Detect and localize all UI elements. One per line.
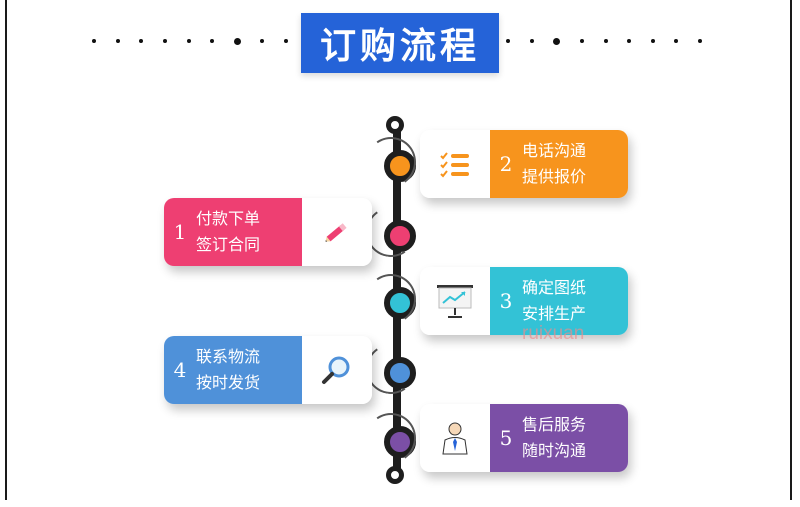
step-5-label-box: 5 售后服务 随时沟通 bbox=[490, 404, 628, 472]
step-2-line1: 电话沟通 bbox=[522, 141, 587, 160]
step-2-line2: 提供报价 bbox=[522, 167, 587, 186]
step-card-1: 1 付款下单 签订合同 bbox=[164, 198, 372, 266]
step-card-3: 3 确定图纸 安排生产 bbox=[420, 267, 628, 335]
watermark: ruixuan bbox=[522, 323, 585, 344]
step-4-number: 4 bbox=[173, 358, 187, 382]
dot bbox=[506, 39, 510, 43]
timeline-node-2 bbox=[384, 150, 416, 182]
pencil-icon bbox=[325, 223, 347, 242]
timeline-node-4 bbox=[384, 357, 416, 389]
step-5-icon-box bbox=[420, 404, 490, 472]
dot bbox=[698, 39, 702, 43]
step-card-5: 5 售后服务 随时沟通 bbox=[420, 404, 628, 472]
timeline-node-5 bbox=[384, 426, 416, 458]
step-1-line1: 付款下单 bbox=[196, 209, 261, 228]
timeline-end-node bbox=[386, 466, 404, 484]
presentation-chart-icon bbox=[437, 285, 473, 318]
page-frame bbox=[5, 0, 792, 500]
dot bbox=[553, 37, 561, 45]
step-5-number: 5 bbox=[499, 426, 513, 450]
dot bbox=[650, 39, 655, 43]
step-4-label-box: 4 联系物流 按时发货 bbox=[164, 336, 302, 404]
step-5-line2: 随时沟通 bbox=[522, 441, 587, 460]
step-2-icon-box bbox=[420, 130, 490, 198]
step-4-line1: 联系物流 bbox=[196, 347, 261, 366]
dot bbox=[529, 39, 534, 43]
step-2-number: 2 bbox=[499, 152, 513, 176]
step-1-line2: 签订合同 bbox=[196, 235, 261, 254]
step-5-line1: 售后服务 bbox=[522, 415, 587, 434]
dot bbox=[627, 39, 632, 43]
dot bbox=[260, 39, 265, 43]
dotted-rule-left bbox=[92, 36, 288, 46]
checklist-icon bbox=[440, 152, 469, 178]
step-4-line2: 按时发货 bbox=[196, 373, 261, 392]
step-1-icon-box bbox=[302, 198, 372, 266]
dot bbox=[603, 39, 608, 43]
dot bbox=[284, 39, 288, 43]
step-3-label-box: 3 确定图纸 安排生产 bbox=[490, 267, 628, 335]
dot bbox=[162, 39, 167, 43]
timeline-node-3 bbox=[384, 287, 416, 319]
step-3-line2: 安排生产 bbox=[522, 304, 587, 323]
dot bbox=[674, 39, 679, 43]
dot bbox=[139, 39, 144, 43]
step-1-number: 1 bbox=[173, 220, 187, 244]
dotted-rule-right bbox=[506, 36, 702, 46]
step-card-2: 2 电话沟通 提供报价 bbox=[420, 130, 628, 198]
dot bbox=[186, 39, 191, 43]
step-3-number: 3 bbox=[499, 289, 513, 313]
timeline-node-1 bbox=[384, 220, 416, 252]
service-person-icon bbox=[442, 422, 468, 455]
timeline-start-node bbox=[386, 116, 404, 134]
step-4-icon-box bbox=[302, 336, 372, 404]
dot bbox=[233, 37, 241, 45]
magnifier-icon bbox=[322, 356, 350, 384]
dot bbox=[210, 39, 215, 43]
dot bbox=[92, 39, 96, 43]
dot bbox=[579, 39, 584, 43]
step-3-line1: 确定图纸 bbox=[522, 278, 587, 297]
step-card-4: 4 联系物流 按时发货 bbox=[164, 336, 372, 404]
step-2-label-box: 2 电话沟通 提供报价 bbox=[490, 130, 628, 198]
step-3-icon-box bbox=[420, 267, 490, 335]
page-title: 订购流程 bbox=[301, 13, 499, 73]
step-1-label-box: 1 付款下单 签订合同 bbox=[164, 198, 302, 266]
dot bbox=[115, 39, 120, 43]
